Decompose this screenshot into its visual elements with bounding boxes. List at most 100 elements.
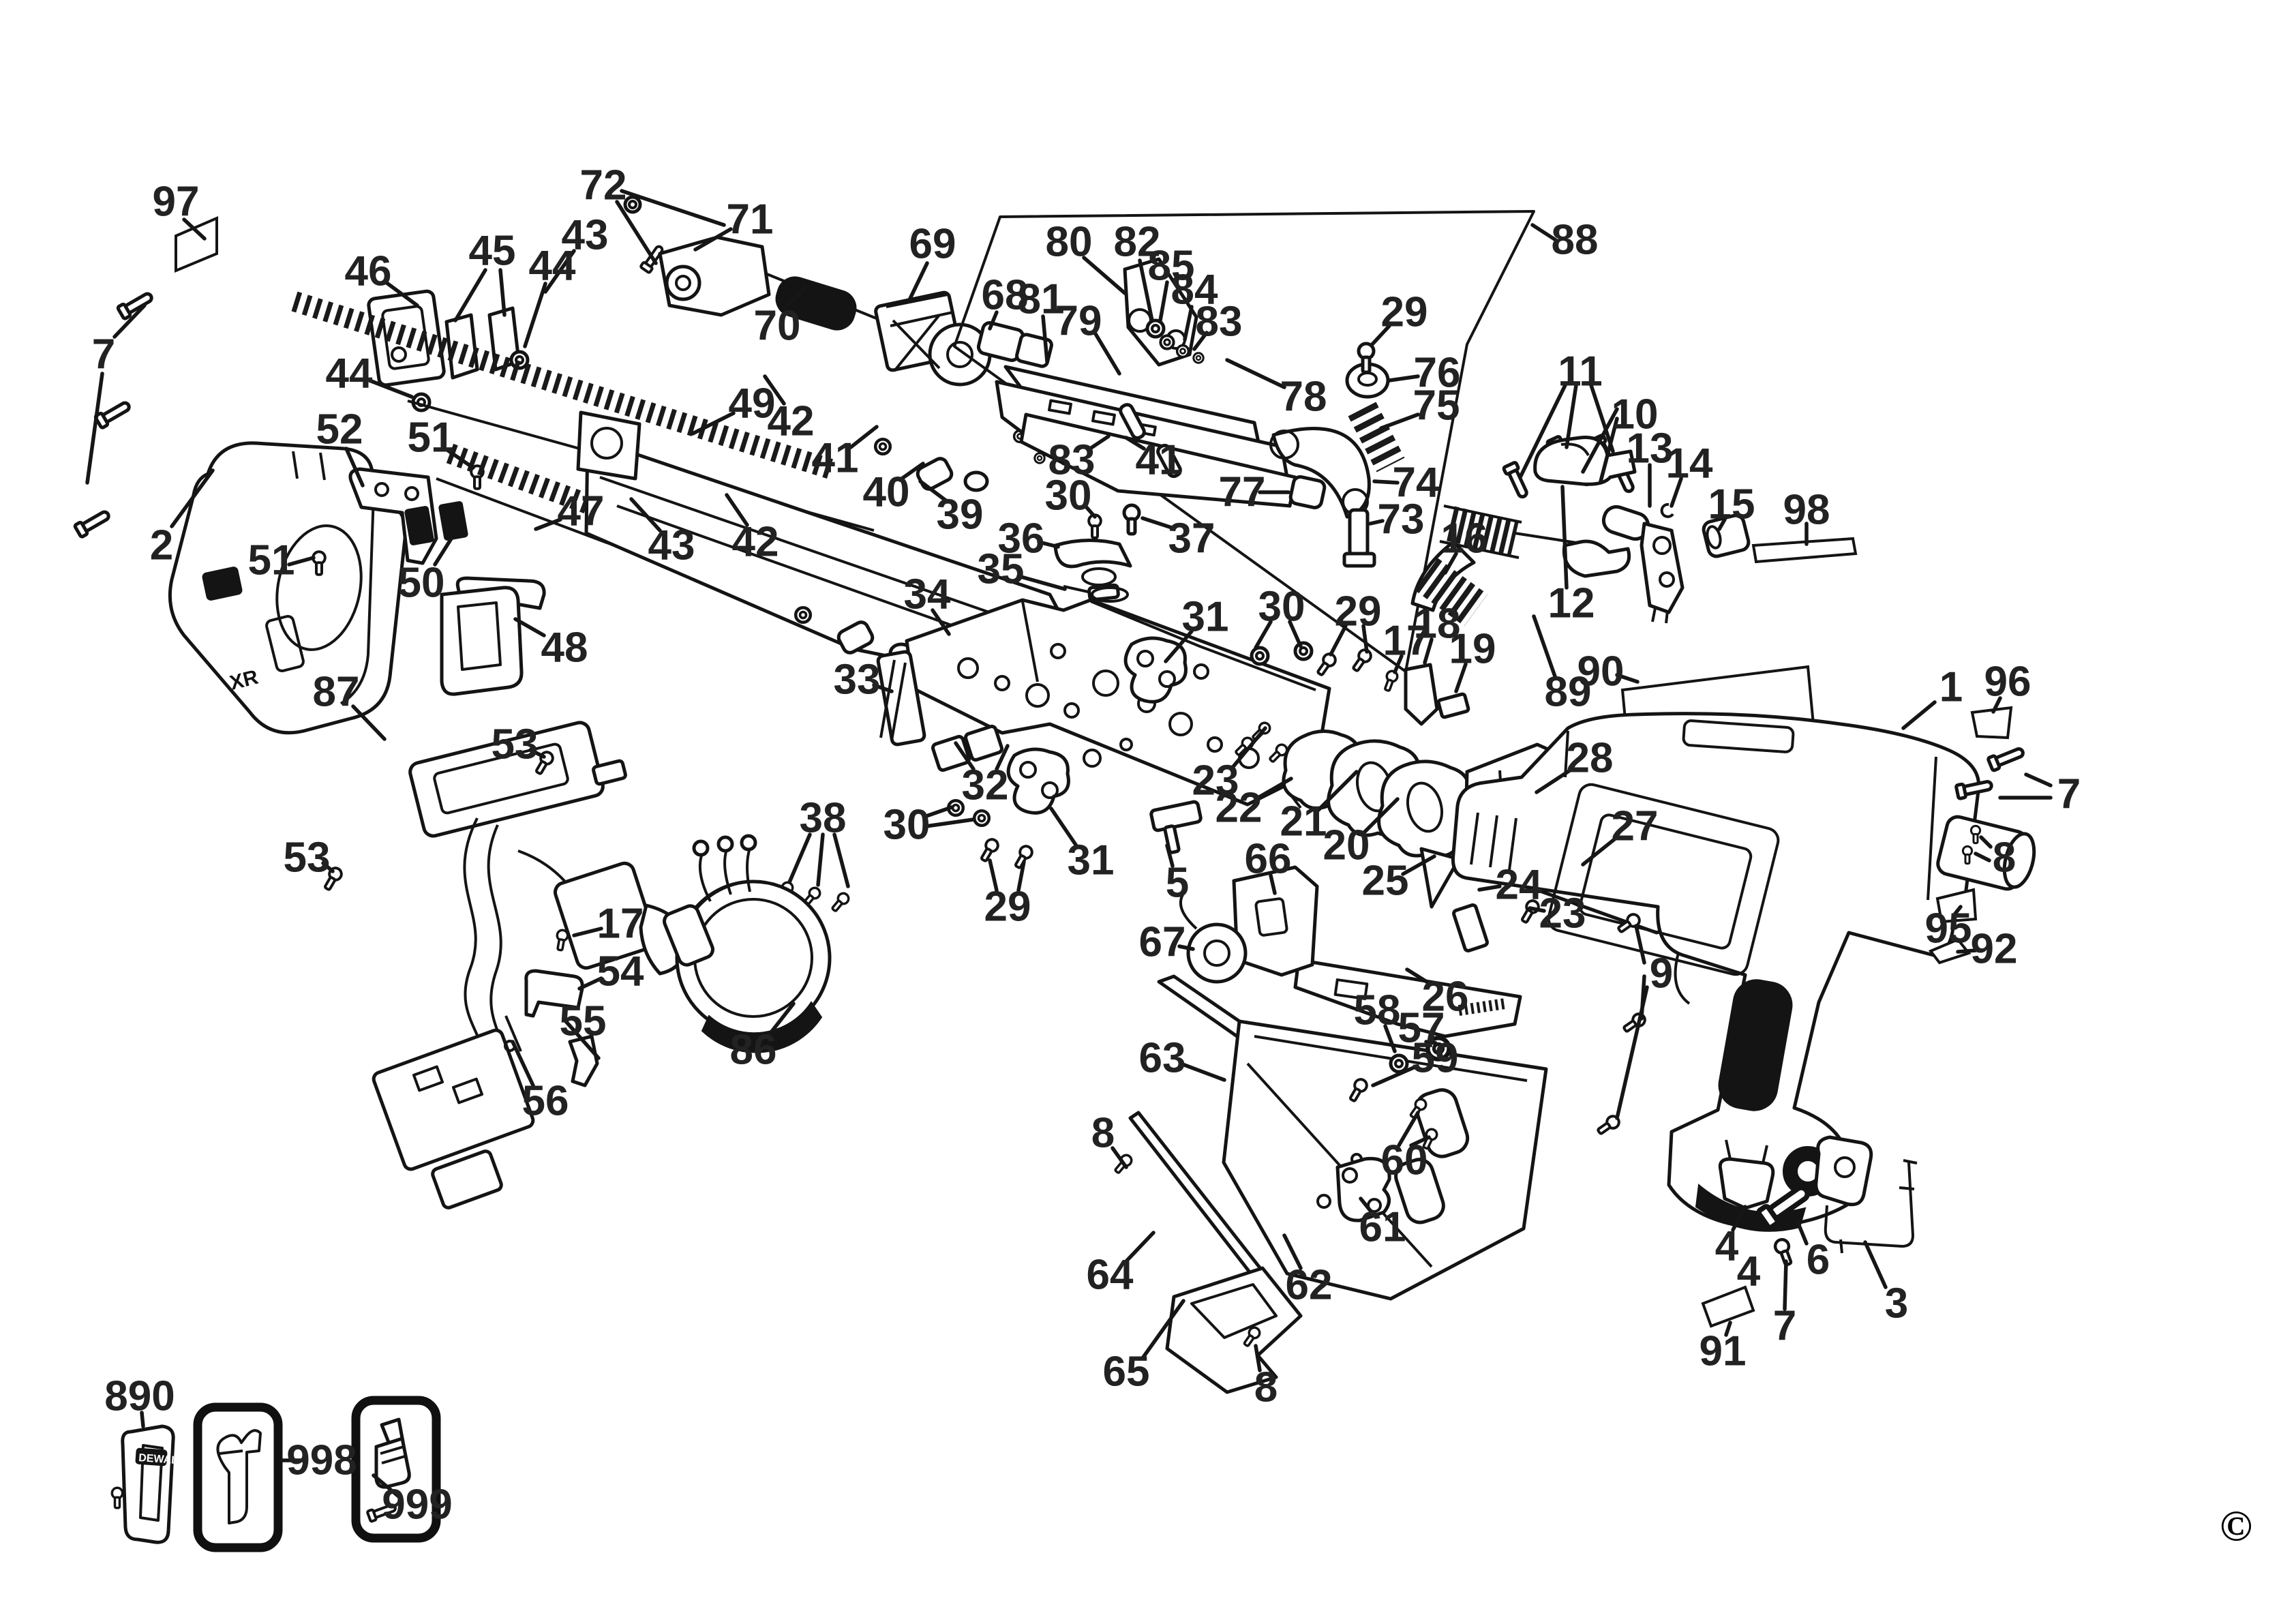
part-50-brushes-drawing <box>404 501 468 545</box>
leader-line <box>1383 1024 1397 1053</box>
leader-line <box>140 1411 145 1428</box>
part-number-label: 40 <box>863 469 910 516</box>
leader-line <box>1124 436 1146 451</box>
leader-line <box>1370 324 1391 347</box>
part-number-label: 50 <box>398 560 445 607</box>
leader-line <box>577 976 603 991</box>
leader-line <box>1138 258 1154 322</box>
part-number-label: 56 <box>522 1078 569 1125</box>
leader-line <box>1360 797 1400 837</box>
leader-line <box>1111 1146 1128 1169</box>
leader-line <box>344 447 365 487</box>
sticker-95-drawing <box>1935 888 1978 924</box>
part-number-label: 76 <box>1414 350 1461 397</box>
leader-line <box>1016 574 1067 591</box>
part-number-label: 3 <box>1885 1280 1908 1327</box>
part-number-label: 84 <box>1171 267 1218 314</box>
part-77-roller-drawing <box>1288 475 1327 509</box>
part-number-label: 4 <box>1715 1223 1739 1270</box>
part-number-label: 95 <box>1925 905 1972 952</box>
leader-line <box>1372 479 1400 485</box>
leader-line <box>1316 770 1359 812</box>
spring-43-upper <box>291 291 839 481</box>
leader-line <box>1589 383 1615 453</box>
part-25-24-wedges-drawing <box>1419 847 1489 952</box>
part-drawings: XR <box>74 195 2252 1552</box>
part-3-4-6-7-drawing <box>1718 1135 1918 1267</box>
part-number-label: 34 <box>904 571 951 618</box>
leader-line <box>988 858 999 892</box>
leader-line <box>1254 620 1273 650</box>
part-1-main-housing-drawing <box>1451 712 2036 1232</box>
part-number-label: 5 <box>1166 860 1189 907</box>
part-number-label: 72 <box>580 162 627 209</box>
part-number-label: 43 <box>648 522 695 569</box>
leader-line <box>922 805 954 819</box>
leader-line <box>763 374 786 406</box>
leader-line <box>511 1040 535 1087</box>
part-number-label: 51 <box>248 537 295 584</box>
part-number-label: 20 <box>1323 822 1370 869</box>
spring-75 <box>1348 402 1405 472</box>
part-number-label: 31 <box>1068 837 1115 884</box>
spring-16 <box>1414 558 1488 627</box>
part-number-label: 52 <box>316 406 363 453</box>
leader-line <box>384 280 419 307</box>
part-number-label: 65 <box>1103 1349 1150 1396</box>
leader-line <box>691 411 736 436</box>
part-number-label: 17 <box>1383 618 1430 665</box>
part-number-label: 8 <box>1254 1364 1278 1411</box>
leader-line <box>1731 1205 1747 1232</box>
part-number-label: 39 <box>937 492 984 539</box>
group-88-boundary <box>953 210 1535 673</box>
kit-998-box <box>193 1402 283 1552</box>
leader-line <box>1528 906 1546 913</box>
part-number-label: 88 <box>1552 217 1599 264</box>
part-number-label: 80 <box>1046 219 1093 266</box>
part-number-label: 15 <box>1708 481 1755 528</box>
leader-line <box>1615 673 1640 684</box>
part-number-label: 29 <box>1381 289 1428 336</box>
part-73-pin-drawing <box>1342 508 1376 568</box>
part-number-label: 22 <box>1215 785 1263 832</box>
part-48-holder-drawing <box>440 586 524 696</box>
leader-line <box>321 861 335 873</box>
leader-line <box>782 287 806 310</box>
part-number-label: 73 <box>1378 496 1425 543</box>
leader-line <box>523 282 547 348</box>
part-number-label: 63 <box>1139 1035 1186 1082</box>
part-number-label: 42 <box>732 519 779 566</box>
leader-line <box>1423 637 1434 665</box>
part-number-label: 28 <box>1567 735 1614 782</box>
leader-line <box>1560 485 1569 590</box>
part-number-label: 17 <box>597 901 644 948</box>
screws-7-left <box>74 290 154 537</box>
leader-line <box>1518 383 1567 479</box>
part-number-label: 44 <box>326 350 373 397</box>
leader-line <box>995 744 1010 771</box>
leader-line <box>1093 331 1121 376</box>
part-number-label: 24 <box>1496 862 1543 909</box>
part-number-label: 31 <box>1182 594 1229 641</box>
part-number-label: 23 <box>1192 757 1239 805</box>
part-number-label: 75 <box>1413 382 1460 430</box>
part-number-label: 48 <box>541 625 588 672</box>
part-number-label: 55 <box>560 998 607 1045</box>
part-number-label: 68 <box>982 272 1029 319</box>
part-number-label: 12 <box>1548 580 1595 627</box>
part-number-label: 6 <box>1807 1237 1830 1284</box>
part-number-label: 53 <box>284 834 331 882</box>
leader-line <box>453 268 487 322</box>
part-12-clamp-drawing <box>1533 436 1637 486</box>
part-33-brushbox-drawing <box>876 650 926 747</box>
leader-line <box>1368 519 1385 526</box>
leader-line <box>849 425 879 449</box>
leader-line <box>433 537 453 567</box>
part-number-label: 89 <box>1545 669 1592 716</box>
leader-line <box>1581 407 1619 474</box>
leader-line <box>182 217 207 241</box>
leader-line <box>1532 614 1558 680</box>
part-54-55-56-drawing <box>322 750 599 1087</box>
leader-line <box>1082 256 1127 295</box>
